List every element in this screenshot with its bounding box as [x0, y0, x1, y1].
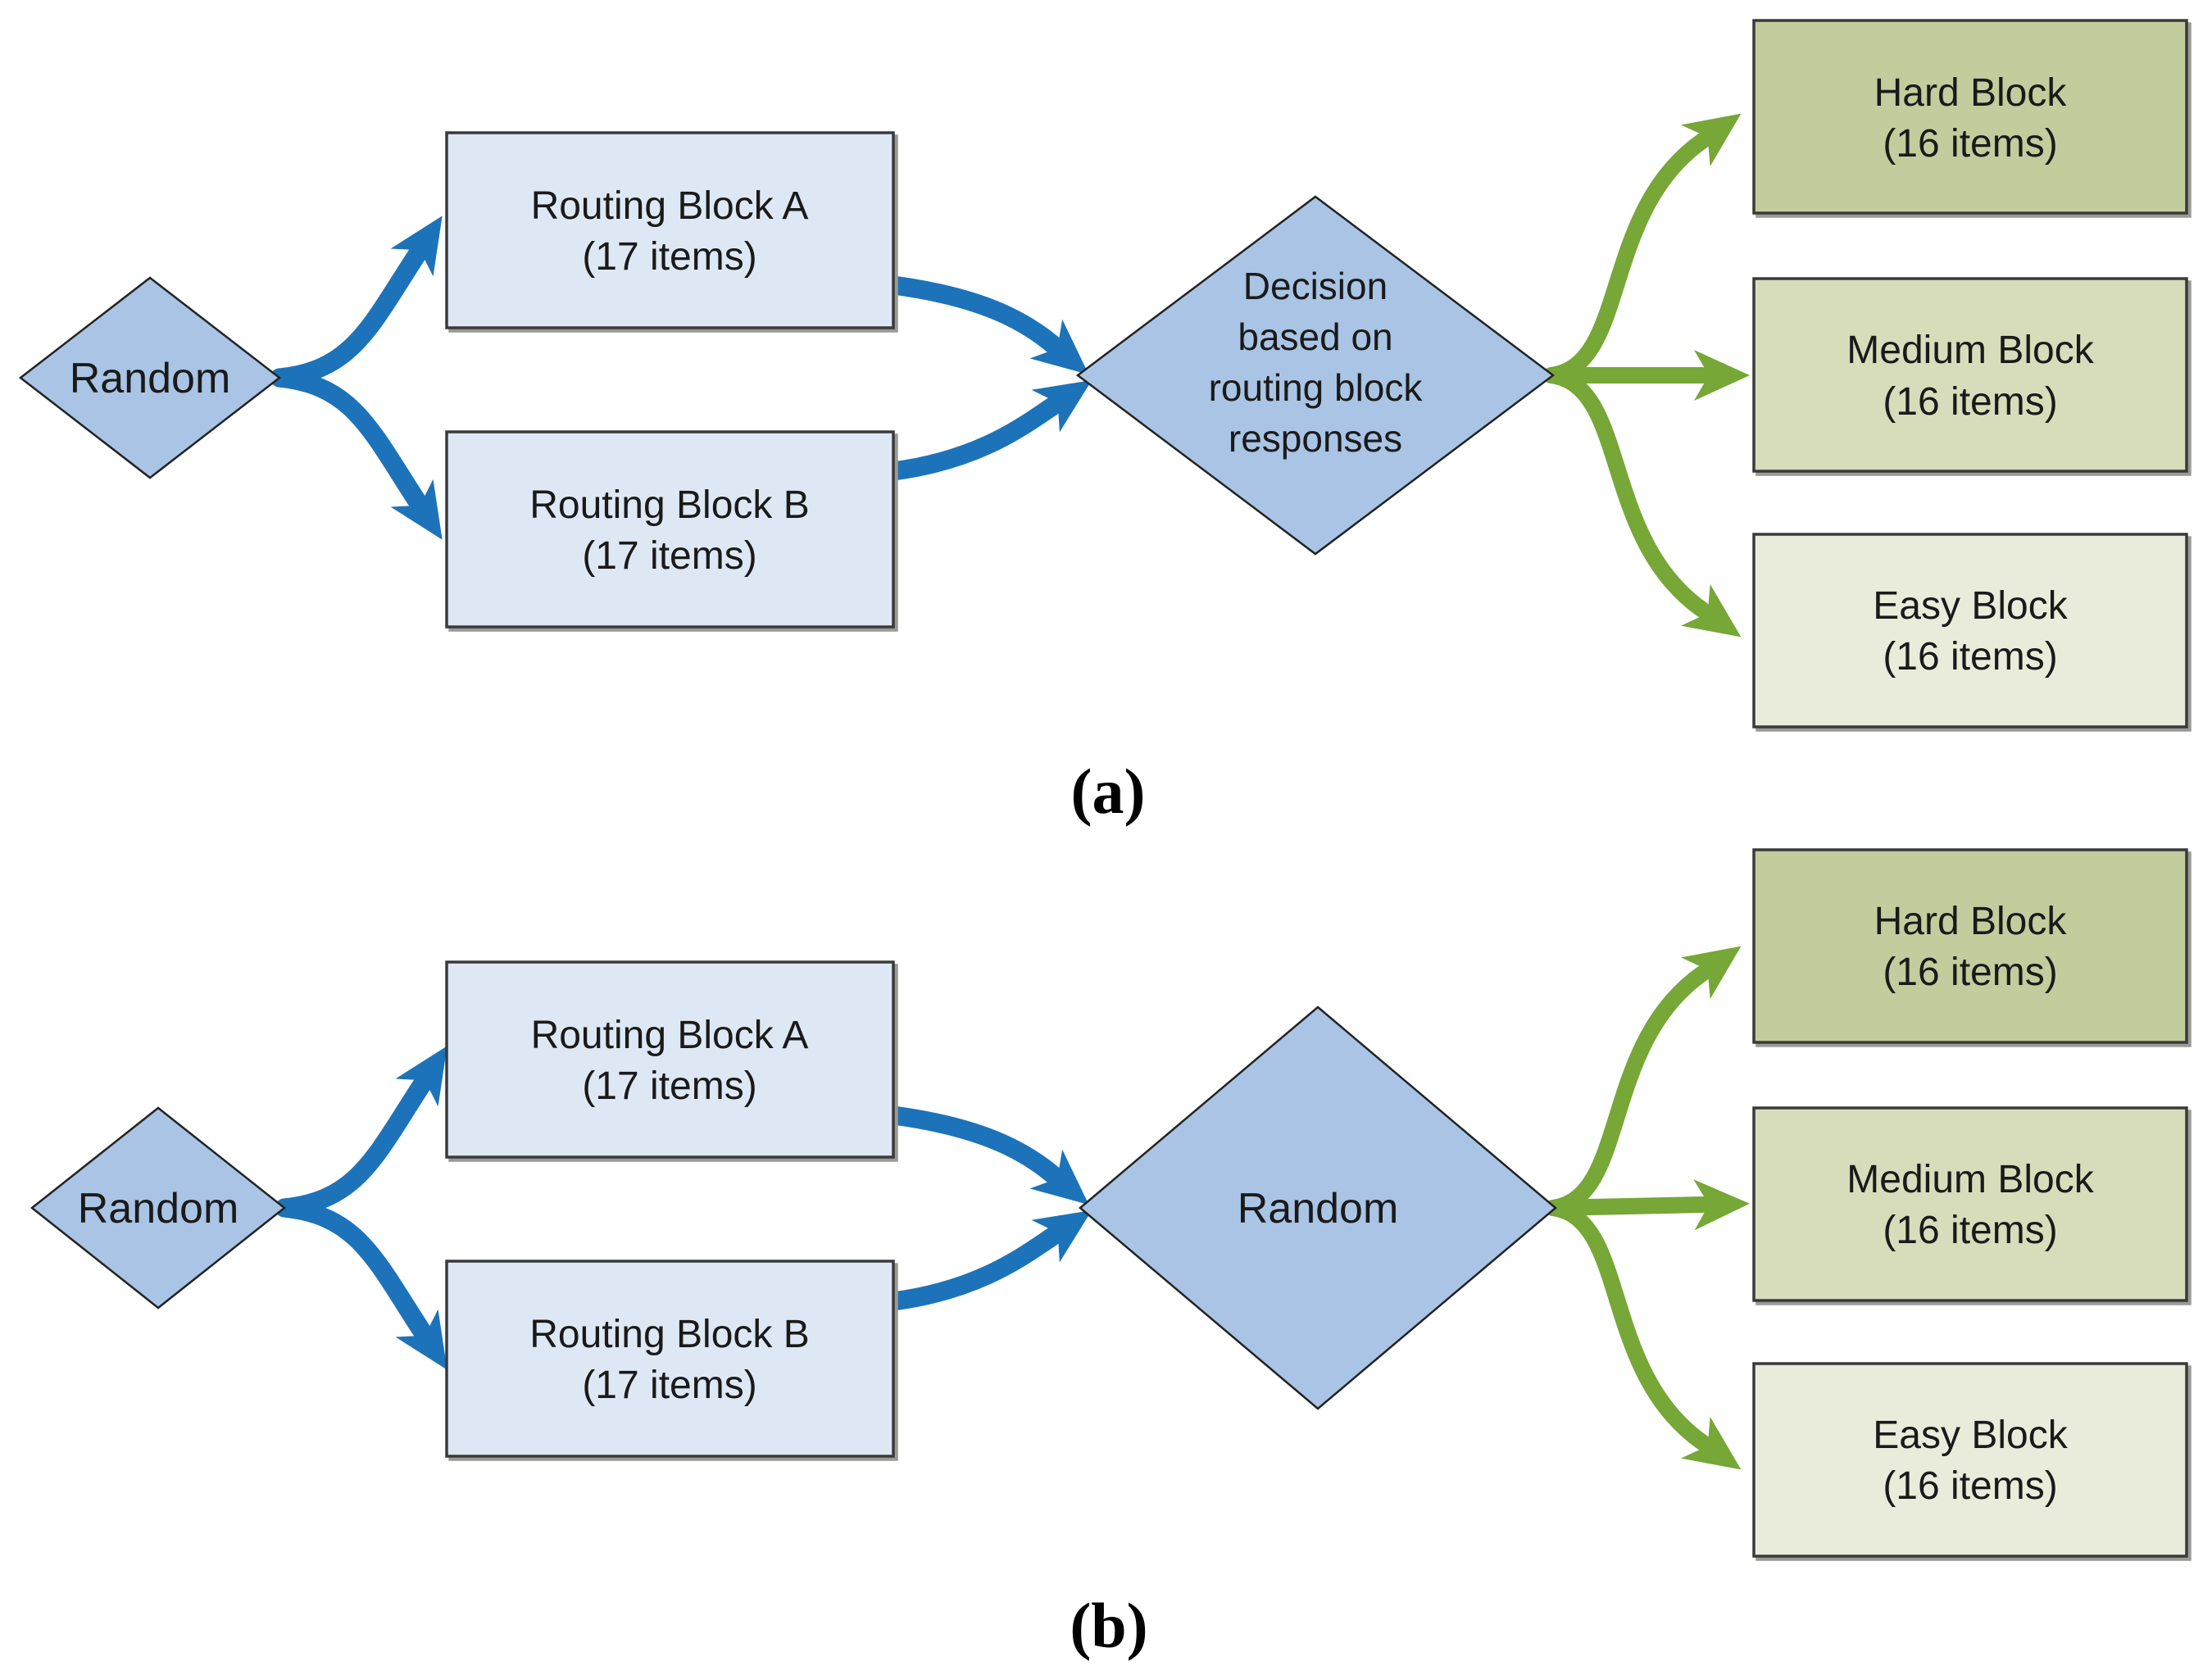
panel-a-arrow-random-to-routing-b	[270, 368, 443, 540]
panel-b-medium-block-sublabel: (16 items)	[1883, 1209, 2057, 1252]
panel-b-routing-block-a	[445, 960, 895, 1159]
panel-b-start-diamond	[30, 1106, 287, 1310]
panel-b-arrow-random-to-easy	[1545, 1200, 1742, 1470]
panel-a-easy-block	[1752, 533, 2188, 729]
panel-b-routing-block-b	[445, 1260, 895, 1458]
panel-a-routing-block-b-label: Routing Block B	[529, 483, 810, 527]
panel-a-arrow-decision-to-hard	[1543, 113, 1742, 384]
panel-b-routing-block-b-label: Routing Block B	[529, 1313, 810, 1356]
panel-b-hard-block-sublabel: (16 items)	[1883, 951, 2057, 994]
panel-a-routing-block-b	[445, 430, 895, 629]
panel-b-hard-block-label: Hard Block	[1874, 900, 2068, 943]
panel-a-decision-line2: based on	[1238, 315, 1392, 358]
panel-a-routing-block-a	[445, 131, 895, 329]
panel-b-arrow-routing-b-to-random	[883, 1210, 1092, 1311]
panel-a-hard-block-sublabel: (16 items)	[1883, 122, 2057, 166]
panel-b-routing-block-a-sublabel: (17 items)	[582, 1064, 756, 1108]
panel-b-random-diamond	[1079, 1005, 1557, 1410]
panel-a-arrow-decision-to-easy	[1543, 367, 1742, 638]
panel-b-arrow-random-to-hard	[1545, 946, 1742, 1216]
panel-a-medium-block-label: Medium Block	[1846, 329, 2094, 372]
panel-b-routing-block-a-label: Routing Block A	[531, 1014, 809, 1057]
panel-b-random-diamond-label: Random	[1238, 1185, 1399, 1232]
panel-b-start-label: Random	[78, 1185, 239, 1232]
panel-a-decision-line4: responses	[1229, 417, 1402, 460]
panel-a-caption: (a)	[1071, 756, 1146, 827]
panel-a-decision-diamond	[1075, 195, 1556, 556]
panel-a-hard-block	[1752, 19, 2188, 215]
panel-a-start-diamond	[18, 276, 282, 479]
panel-a-decision-line3: routing block	[1209, 366, 1424, 409]
panel-a-routing-block-b-sublabel: (17 items)	[582, 534, 756, 578]
panel-b-hard-block	[1752, 848, 2188, 1044]
panel-a-decision-line1: Decision	[1243, 265, 1388, 307]
panel-a-medium-block-sublabel: (16 items)	[1883, 380, 2057, 424]
panel-b-routing-block-b-sublabel: (17 items)	[582, 1364, 756, 1407]
panel-a-routing-block-a-label: Routing Block A	[531, 184, 809, 228]
panel-b-arrow-routing-a-to-random	[883, 1105, 1089, 1205]
panel-a-easy-block-sublabel: (16 items)	[1883, 635, 2057, 679]
panel-b-medium-block-label: Medium Block	[1846, 1158, 2094, 1201]
panel-b-medium-block	[1752, 1106, 2188, 1302]
panel-b-arrow-random-to-routing-b	[275, 1198, 447, 1370]
panel-a-start-label: Random	[70, 355, 231, 402]
panel-b-arrow-random-to-medium	[1545, 1179, 1750, 1231]
panel-a-hard-block-label: Hard Block	[1874, 71, 2068, 115]
panel-a-routing-block-a-sublabel: (17 items)	[582, 235, 756, 279]
panel-a-arrow-routing-a-to-decision	[883, 275, 1089, 375]
panel-b-easy-block	[1752, 1362, 2188, 1558]
panel-a-easy-block-label: Easy Block	[1873, 584, 2068, 628]
panel-b-caption: (b)	[1070, 1590, 1147, 1661]
panel-b-easy-block-label: Easy Block	[1873, 1414, 2068, 1457]
panel-b-easy-block-sublabel: (16 items)	[1883, 1464, 2057, 1508]
panel-a-arrow-routing-b-to-decision	[883, 379, 1092, 481]
panel-a-medium-block	[1752, 277, 2188, 473]
